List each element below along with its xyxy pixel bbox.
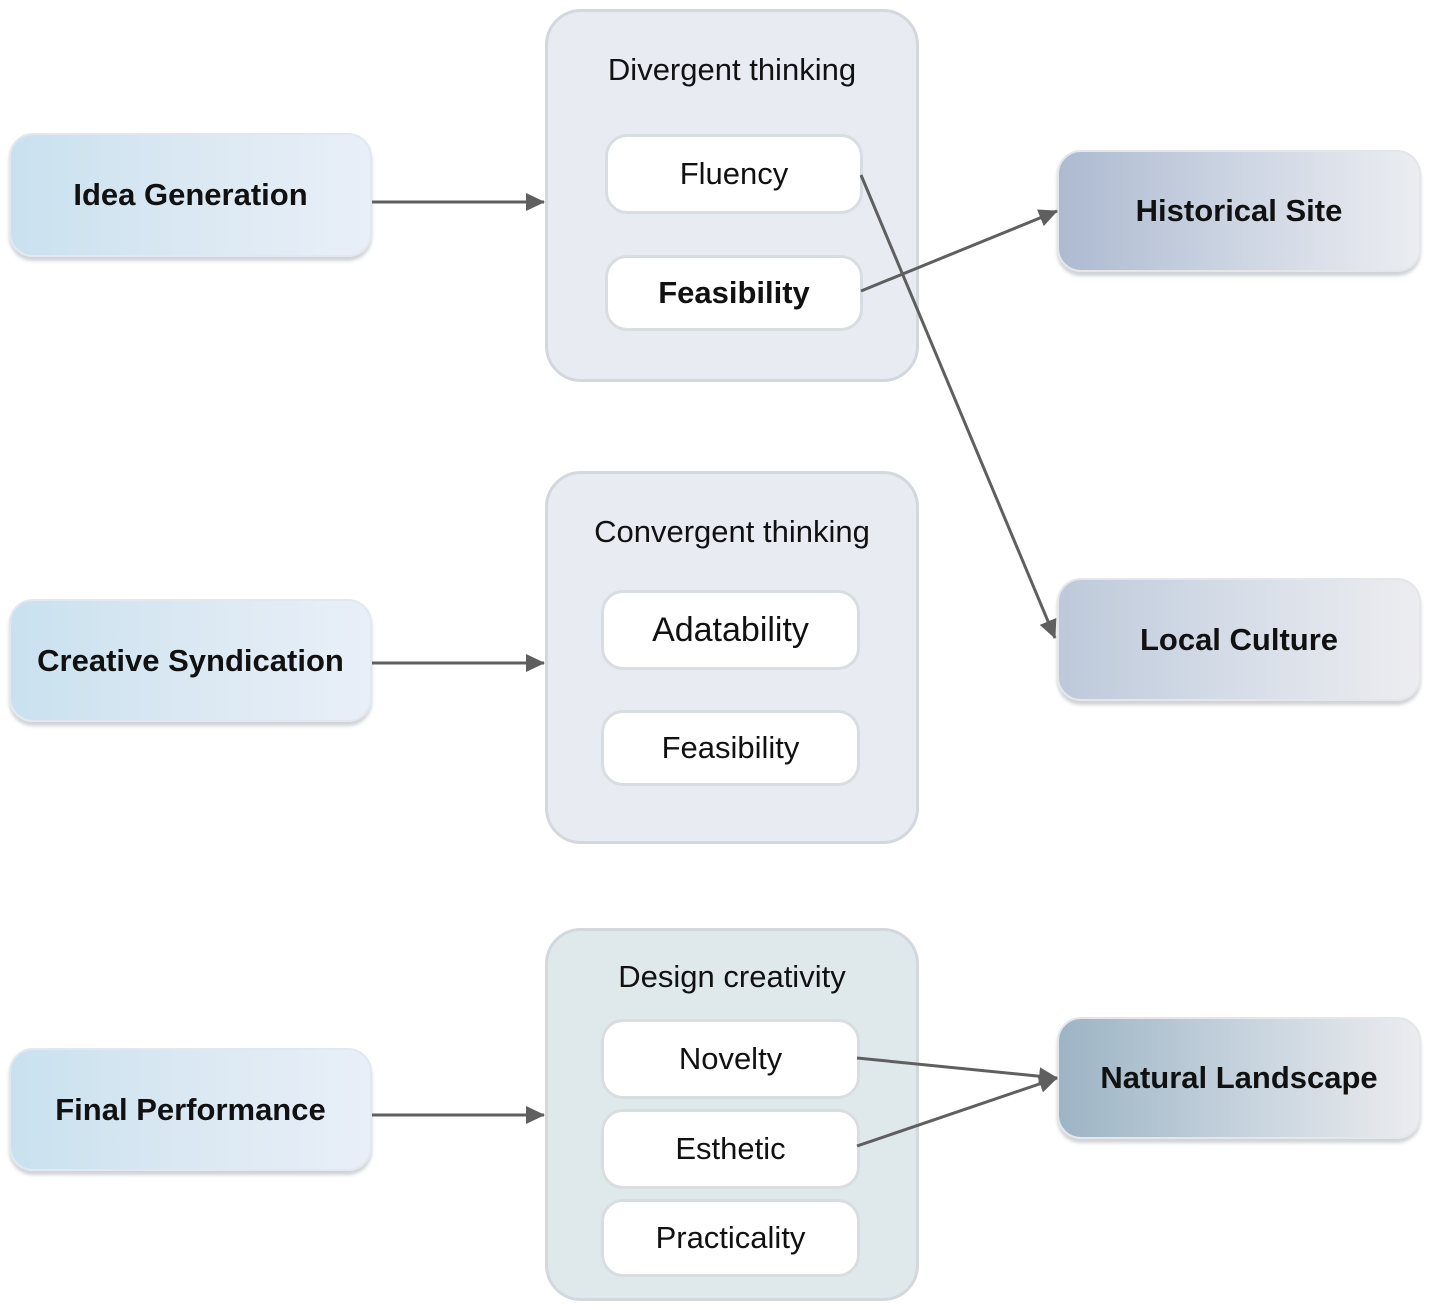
design-creativity-group: Design creativity Novelty Esthetic Pract… — [545, 928, 919, 1301]
historical-site-box: Historical Site — [1057, 150, 1421, 272]
creative-syndication-label: Creative Syndication — [37, 642, 344, 678]
divergent-thinking-title: Divergent thinking — [607, 52, 857, 87]
fluency-pill: Fluency — [605, 134, 863, 214]
creative-syndication-box: Creative Syndication — [9, 599, 372, 722]
natural-landscape-box: Natural Landscape — [1057, 1017, 1421, 1139]
idea-generation-label: Idea Generation — [73, 177, 308, 212]
arrow-fluency-to-local-culture — [859, 174, 1057, 639]
local-culture-label: Local Culture — [1139, 621, 1339, 657]
idea-generation-box: Idea Generation — [9, 133, 372, 257]
convergent-thinking-title: Convergent thinking — [594, 514, 870, 549]
adatability-pill: Adatability — [601, 590, 860, 670]
historical-site-label: Historical Site — [1135, 193, 1343, 228]
final-performance-box: Final Performance — [9, 1048, 372, 1171]
design-creativity-title: Design creativity — [618, 959, 846, 994]
esthetic-pill: Esthetic — [601, 1109, 860, 1189]
final-performance-label: Final Performance — [55, 1091, 326, 1127]
practicality-pill: Practicality — [601, 1199, 860, 1277]
divergent-feasibility-pill: Feasibility — [605, 255, 863, 331]
arrow-esthetic-to-natural — [856, 1075, 1058, 1148]
local-culture-box: Local Culture — [1057, 578, 1421, 701]
arrow-feasibility-to-historical — [860, 209, 1058, 293]
natural-landscape-label: Natural Landscape — [1100, 1060, 1378, 1095]
divergent-thinking-group: Divergent thinking Fluency Feasibility — [545, 9, 919, 382]
convergent-feasibility-pill: Feasibility — [601, 710, 860, 786]
convergent-thinking-group: Convergent thinking Adatability Feasibil… — [545, 471, 919, 844]
arrow-novelty-to-natural — [856, 1056, 1058, 1086]
